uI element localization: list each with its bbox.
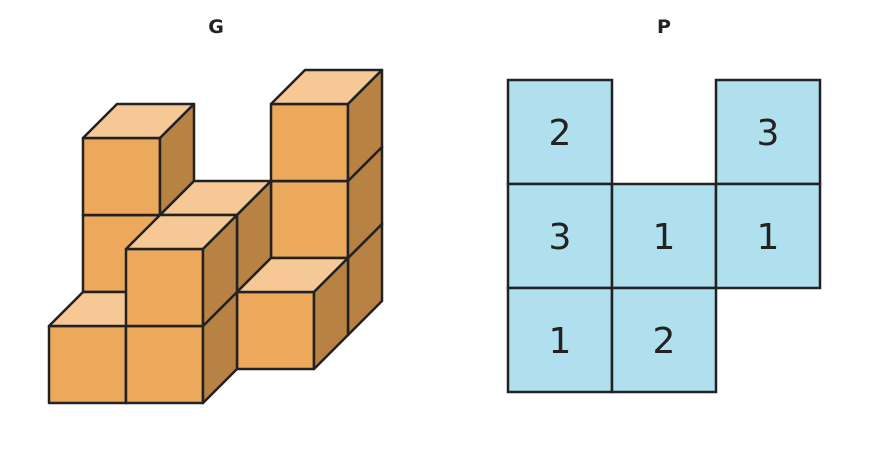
cube-front-face (124, 324, 205, 405)
grid-cell-count: 1 (757, 217, 780, 258)
cube-front-face (269, 179, 350, 260)
cube-side-face (201, 213, 239, 328)
cube-front-face (81, 136, 162, 217)
cube-front-face (235, 290, 316, 371)
grid-cell: 2 (506, 78, 614, 186)
cube-front-face (124, 247, 205, 328)
cube (81, 102, 196, 217)
top-view-grid: 2 3 3 1 1 1 2 (506, 78, 822, 394)
grid-cell-square (714, 78, 822, 186)
grid-cell-count: 3 (549, 217, 572, 258)
grid-cell-square (714, 182, 822, 290)
grid-cell-count: 1 (549, 321, 572, 362)
cube-side-face (346, 68, 384, 183)
grid-cell: 3 (506, 182, 614, 290)
cube-front-face (47, 324, 128, 405)
grid-cell-count: 1 (653, 217, 676, 258)
grid-cell-count: 3 (757, 113, 780, 154)
grid-cell-square (506, 286, 614, 394)
grid-cell-square (610, 286, 718, 394)
cube (235, 256, 350, 371)
cube-side-face (312, 256, 350, 371)
grid-cell-square (506, 182, 614, 290)
cube (269, 68, 384, 183)
cube-stack-drawing (47, 68, 384, 405)
grid-cell-count: 2 (549, 113, 572, 154)
grid-cell: 1 (714, 182, 822, 290)
cube-front-face (269, 102, 350, 183)
grid-cell: 2 (610, 286, 718, 394)
left-panel-title: G (208, 16, 224, 38)
grid-cell: 1 (610, 182, 718, 290)
right-panel-title: P (657, 16, 671, 38)
grid-cell-count: 2 (653, 321, 676, 362)
grid-cell: 3 (714, 78, 822, 186)
grid-cell: 1 (506, 286, 614, 394)
cube (124, 213, 239, 328)
